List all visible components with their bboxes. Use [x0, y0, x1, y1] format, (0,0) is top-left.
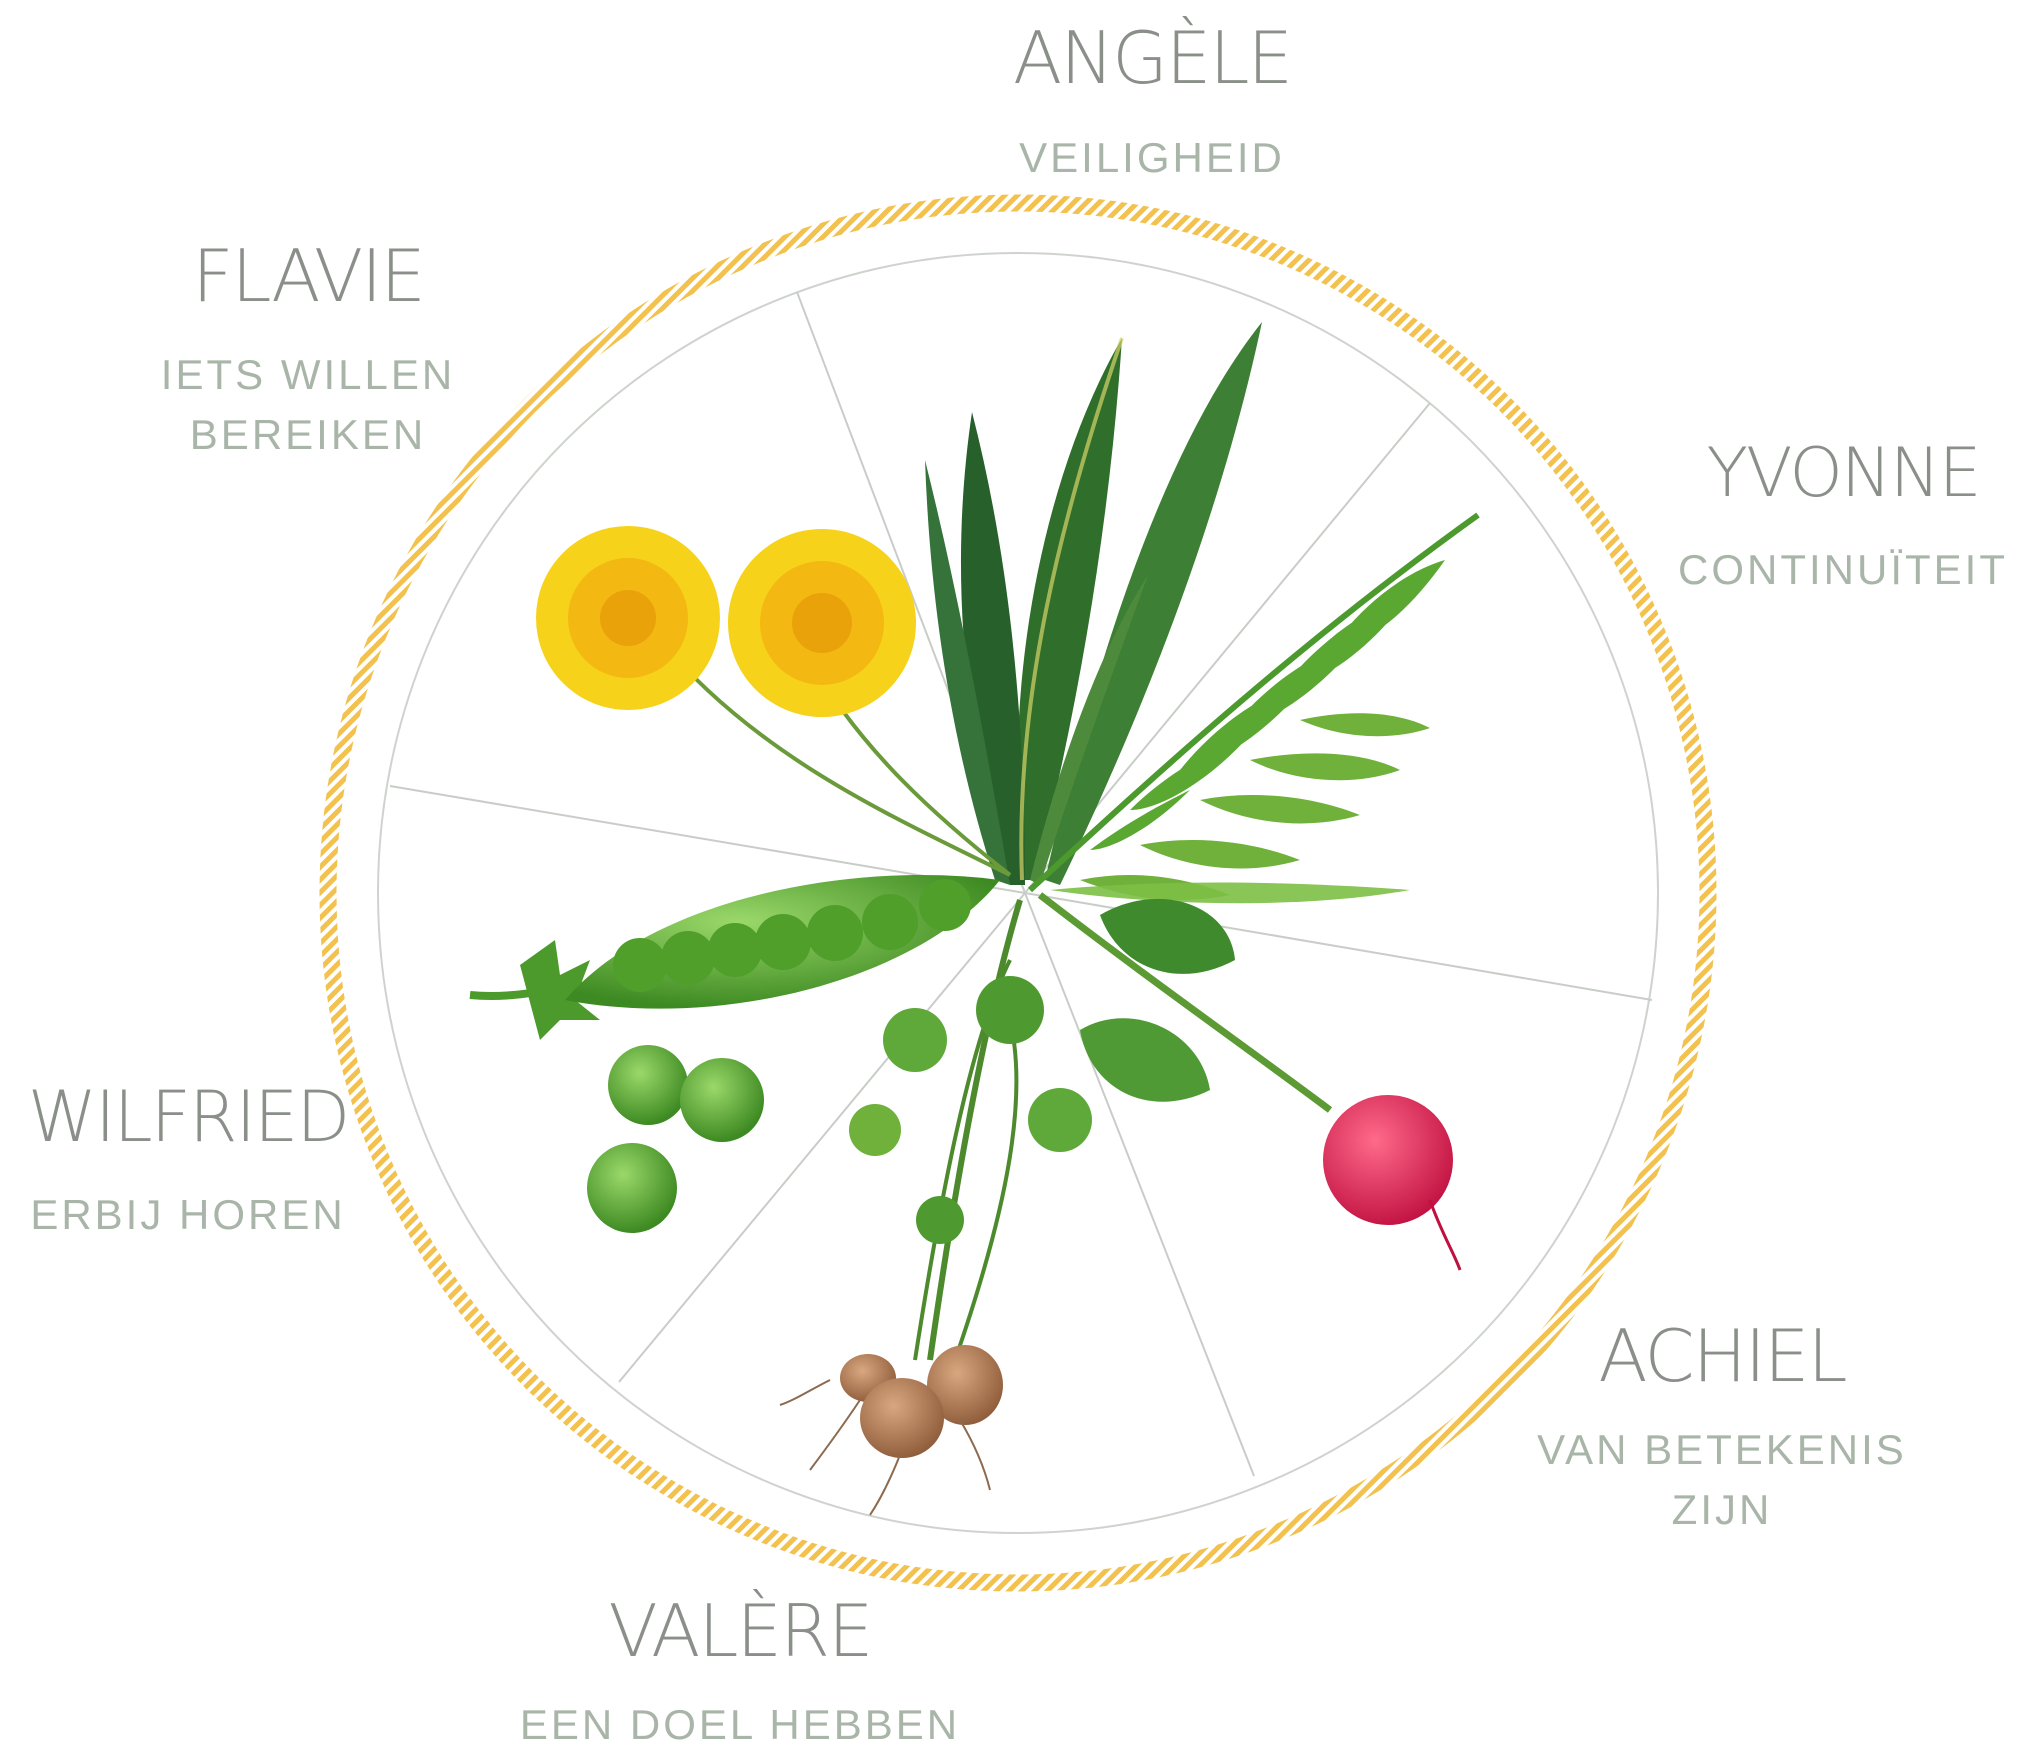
segment-name-wilfried: WILFRIED	[28, 1082, 349, 1152]
inner-circle	[378, 253, 1658, 1533]
segment-name-valere: VALÈRE	[608, 1595, 871, 1667]
segment-value-yvonne: CONTINUÏTEIT	[1678, 540, 2008, 600]
segment-value-line: EEN DOEL HEBBEN	[520, 1695, 960, 1755]
segment-value-line: CONTINUÏTEIT	[1678, 540, 2008, 600]
potato-plant-icon	[780, 900, 1092, 1515]
outer-hatched-ring	[328, 203, 1708, 1583]
segment-value-wilfried: ERBIJ HOREN	[30, 1185, 345, 1245]
segment-value-line: VAN BETEKENIS	[1537, 1420, 1907, 1480]
segment-value-line: ZIJN	[1537, 1480, 1907, 1540]
segment-name-achiel: ACHIEL	[1598, 1320, 1845, 1392]
segment-value-flavie: IETS WILLEN BEREIKEN	[161, 345, 455, 465]
segment-name-flavie: FLAVIE	[192, 240, 424, 312]
segment-name-angele: ANGÈLE	[1013, 22, 1291, 94]
segment-value-line: VEILIGHEID	[1019, 128, 1285, 188]
segment-value-achiel: VAN BETEKENIS ZIJN	[1537, 1420, 1907, 1540]
segment-value-line: ERBIJ HOREN	[30, 1185, 345, 1245]
segment-value-line: IETS WILLEN	[161, 345, 455, 405]
segment-name-yvonne: YVONNE	[1706, 440, 1979, 508]
segment-value-angele: VEILIGHEID	[1019, 128, 1285, 188]
spoke-4	[1025, 893, 1254, 1476]
segment-value-valere: EEN DOEL HEBBEN	[520, 1695, 960, 1755]
segment-value-line: BEREIKEN	[161, 405, 455, 465]
radish-icon	[1040, 895, 1460, 1270]
